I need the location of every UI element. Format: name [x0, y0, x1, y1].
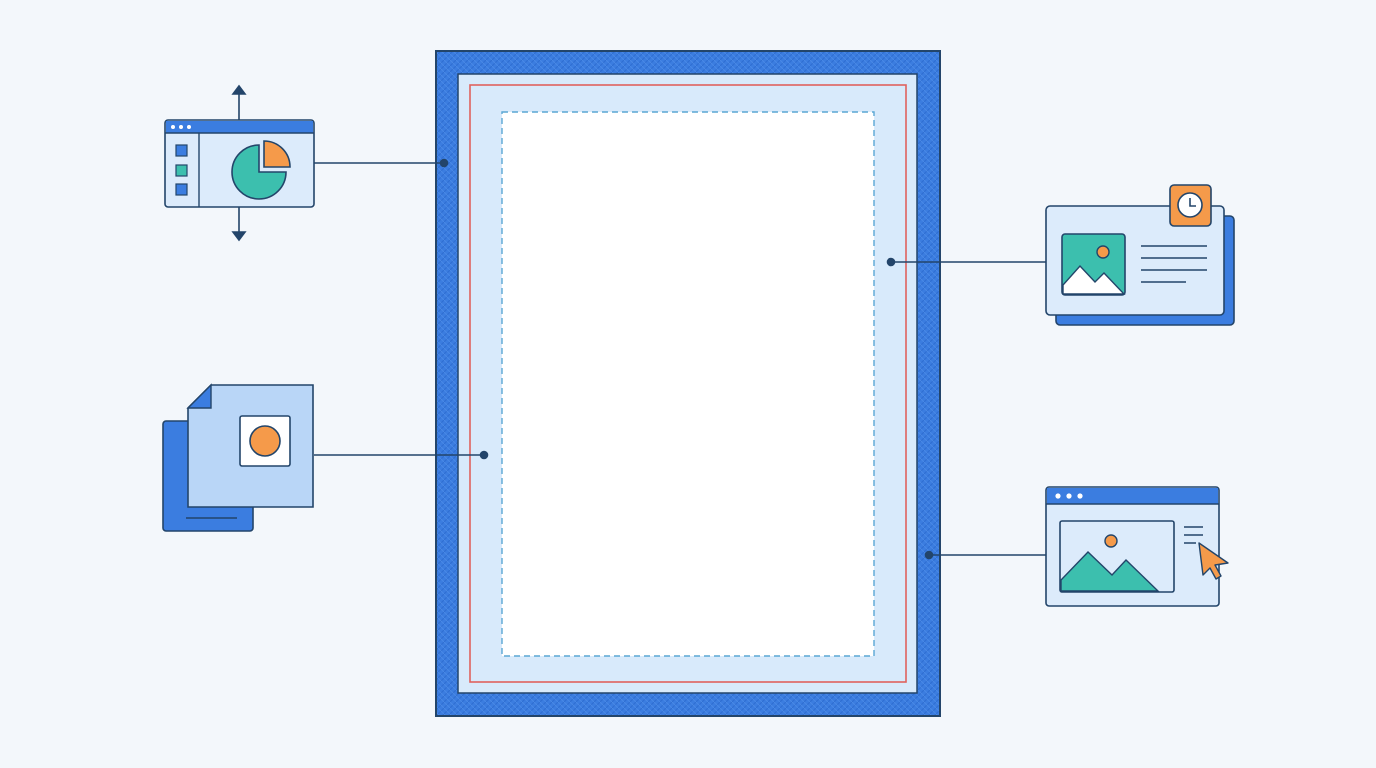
connector-dot [479, 450, 489, 460]
interactive-image-window [1045, 486, 1229, 607]
legend-swatches [175, 144, 188, 196]
document-with-image-block [162, 383, 314, 532]
connector-dot [924, 550, 934, 560]
scheduled-image-card [1045, 184, 1235, 326]
image-icon [1059, 520, 1175, 593]
clock-icon [1169, 184, 1212, 227]
image-icon [1061, 233, 1126, 296]
window-titlebar [1047, 488, 1218, 504]
connectors [314, 158, 1046, 560]
page-layout [435, 50, 941, 717]
image-placeholder-icon [239, 415, 291, 467]
text-lines-icon [1141, 245, 1207, 283]
connector-dot [439, 158, 449, 168]
cursor-icon [1198, 542, 1229, 580]
widget-titlebar [166, 121, 313, 133]
responsive-chart-widget [164, 84, 315, 242]
document-folded-corner [186, 383, 212, 409]
resize-vertical-arrows-icon [231, 84, 247, 242]
text-lines-icon [1184, 526, 1203, 544]
safe-area [501, 111, 875, 657]
trim-line [469, 84, 907, 683]
pie-chart-icon [231, 140, 291, 200]
connector-dot [886, 257, 896, 267]
